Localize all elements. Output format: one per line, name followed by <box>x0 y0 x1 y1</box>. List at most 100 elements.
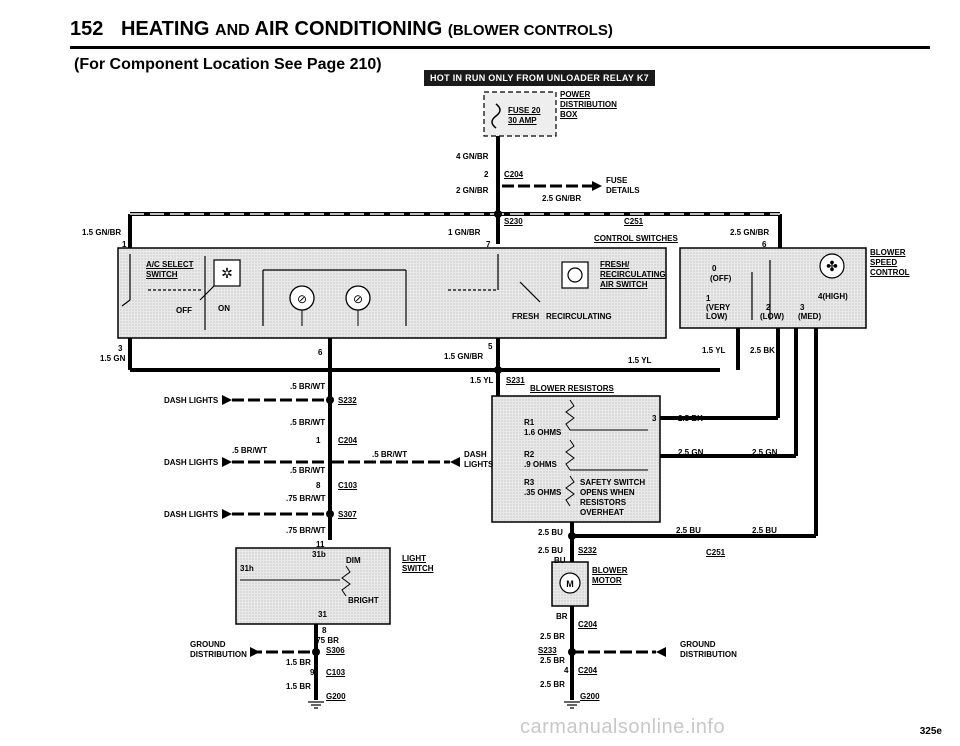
wire-25br-b: 2.5 BR <box>540 656 565 665</box>
safety-3: RESISTORS <box>580 498 627 507</box>
wire-25bu-c: 2.5 BU <box>752 526 777 535</box>
c204-bot-a: C204 <box>578 620 598 629</box>
s233: S233 <box>538 646 557 655</box>
blower-motor-1: BLOWER <box>592 566 628 575</box>
sw-verylow: (VERY <box>706 303 731 312</box>
pin-3: 3 <box>118 344 123 353</box>
title-section: (BLOWER CONTROLS) <box>447 22 613 39</box>
bright-label: BRIGHT <box>348 596 379 605</box>
s231: S231 <box>506 376 525 385</box>
sw-1: 1 <box>706 294 711 303</box>
c103-bot-pin: 9 <box>310 668 315 677</box>
safety-1: SAFETY SWITCH <box>580 478 646 487</box>
title-air-conditioning: AIR CONDITIONING <box>254 18 443 40</box>
safety-2: OPENS WHEN <box>580 488 635 497</box>
title-and: AND <box>215 22 250 39</box>
fuse-details-2: DETAILS <box>606 186 640 195</box>
g200-right: G200 <box>580 692 600 701</box>
fresh-recirc-lamp <box>561 261 589 289</box>
light-sw-31: 31 <box>318 610 327 619</box>
pin-6-mid: 6 <box>318 348 323 357</box>
wire-5brwt-c: .5 BR/WT <box>232 446 268 455</box>
sw-low1: LOW) <box>706 312 728 321</box>
sw-3: 3 <box>800 303 805 312</box>
pin-6-top: 6 <box>762 240 767 249</box>
c204-top: C204 <box>504 170 524 179</box>
ac-select-2: SWITCH <box>146 270 178 279</box>
light-switch-2: SWITCH <box>402 564 434 573</box>
sw-med: (MED) <box>798 312 822 321</box>
res-pin-3: 3 <box>652 414 657 423</box>
c204-mid: C204 <box>338 436 358 445</box>
r3-ohms: .35 OHMS <box>524 488 562 497</box>
s232-top: S232 <box>338 396 357 405</box>
r2-ohms: .9 OHMS <box>524 460 557 469</box>
on-label: ON <box>218 304 230 313</box>
watermark: carmanualsonline.info <box>520 716 726 738</box>
wire-75brwt-a: .75 BR/WT <box>286 494 326 503</box>
wire-15gnbr-mid: 1.5 GN/BR <box>444 352 484 361</box>
r2-label: R2 <box>524 450 535 459</box>
resistor-r2 <box>565 439 575 471</box>
light-sw-31h: 31h <box>240 564 254 573</box>
svg-text:✤: ✤ <box>826 258 838 274</box>
wire-5brwt-a: .5 BR/WT <box>290 382 326 391</box>
dash-lights-2: DASH LIGHTS <box>164 458 219 467</box>
s307: S307 <box>338 510 357 519</box>
r1-ohms: 1.6 OHMS <box>524 428 562 437</box>
wire-25bu-d: 2.5 BU <box>538 546 563 555</box>
gnd-dist-right-1: GROUND <box>680 640 716 649</box>
light-switch-box <box>235 547 391 625</box>
c251-top: C251 <box>624 217 644 226</box>
r1-label: R1 <box>524 418 535 427</box>
light-switch-1: LIGHT <box>402 554 426 563</box>
power-dist-label-2: DISTRIBUTION <box>560 100 617 109</box>
pin-1-top: 1 <box>122 240 127 249</box>
g200-left: G200 <box>326 692 346 701</box>
safety-4: OVERHEAT <box>580 508 624 517</box>
wire-25gn-a: 2.5 GN <box>678 448 704 457</box>
fuse-amp-label: 30 AMP <box>508 116 537 125</box>
svg-text:⊘: ⊘ <box>297 292 307 306</box>
pin-7-top: 7 <box>486 240 491 249</box>
wire-15br-a: 1.5 BR <box>286 658 311 667</box>
blower-speed-3: CONTROL <box>870 268 910 277</box>
c251-bot: C251 <box>706 548 726 557</box>
wire-75brwt-b: .75 BR/WT <box>286 526 326 535</box>
light-sw-31b: 31b <box>312 550 326 559</box>
fuse-details-1: FUSE <box>606 176 628 185</box>
wire-25bu-b: 2.5 BU <box>676 526 701 535</box>
recirc-pos: RECIRCULATING <box>546 312 612 321</box>
r3-label: R3 <box>524 478 535 487</box>
fan-icon <box>819 253 845 279</box>
c204-bot-b: C204 <box>578 666 598 675</box>
fresh-3: AIR SWITCH <box>600 280 648 289</box>
wire-1gnbr: 1 GN/BR <box>448 228 481 237</box>
location-note: (For Component Location See Page 210) <box>74 56 382 73</box>
resistor-r3 <box>565 475 575 507</box>
gnd-dist-left-2: DISTRIBUTION <box>190 650 247 659</box>
wire-25bk-top: 2.5 BK <box>750 346 775 355</box>
wire-15yl-b: 1.5 YL <box>702 346 726 355</box>
c103-bot: C103 <box>326 668 346 677</box>
wire-5brwt-d: .5 BR/WT <box>372 450 408 459</box>
hot-in-run-banner: HOT IN RUN ONLY FROM UNLOADER RELAY K7 <box>424 70 655 86</box>
wire-15yl-a: 1.5 YL <box>628 356 652 365</box>
power-distribution-box <box>483 91 557 137</box>
power-dist-label-3: BOX <box>560 110 578 119</box>
dash-lights-4: DASH LIGHTS <box>164 510 219 519</box>
bu-label: BU <box>554 556 566 565</box>
svg-text:✲: ✲ <box>221 265 233 281</box>
fresh-2: RECIRCULATING <box>600 270 666 279</box>
wire-2gnbr: 2 GN/BR <box>456 186 489 195</box>
wire-25br-a: 2.5 BR <box>540 632 565 641</box>
wire-15br-b: 1.5 BR <box>286 682 311 691</box>
sw-4: 4(HIGH) <box>818 292 848 301</box>
dim-label: DIM <box>346 556 361 565</box>
fuse-label: FUSE 20 <box>508 106 541 115</box>
sw-2: 2 <box>766 303 771 312</box>
c204-bot-pin: 4 <box>564 666 569 675</box>
c204-top-pin: 2 <box>484 170 489 179</box>
s306: S306 <box>326 646 345 655</box>
